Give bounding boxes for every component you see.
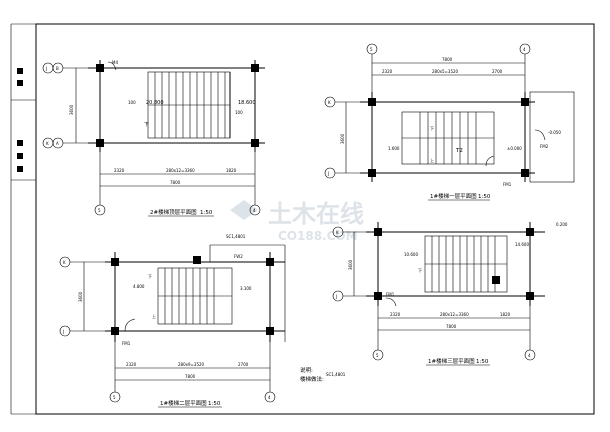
plan3-label-down: 下 bbox=[148, 274, 152, 279]
notes-ref: SC1,4801 bbox=[326, 372, 346, 377]
plan3-axis-5: 5 bbox=[113, 395, 116, 400]
plan3-scale: 1:50 bbox=[208, 401, 221, 407]
plan4-scale: 1:50 bbox=[476, 359, 489, 365]
plan3-label-FW2: FW2 bbox=[234, 254, 243, 259]
plan3-label-ref: SC1,4801 bbox=[226, 234, 246, 239]
plan3-label-up: 上 bbox=[152, 313, 156, 319]
watermark-logo-icon bbox=[230, 200, 258, 220]
plan2-dim-2: 280x5=3520 bbox=[432, 69, 459, 74]
plan4-axis-5: 5 bbox=[376, 353, 379, 358]
plan4-elev-b: 10.600 bbox=[404, 252, 418, 257]
plan2-label-up: 上 bbox=[430, 157, 434, 163]
plan4-elev-a: 14.600 bbox=[515, 242, 529, 247]
plan4-label-down: 下 bbox=[418, 268, 422, 273]
plan2-label-down: 下 bbox=[430, 126, 434, 131]
plan1-dim-1: 2320 bbox=[114, 168, 125, 173]
plan2-axis-5: 5 bbox=[370, 47, 373, 52]
plan3-axis-K: K bbox=[63, 260, 66, 265]
plan1-axis-5: 5 bbox=[98, 208, 101, 213]
watermark: 土木在线 CO188.COM bbox=[230, 200, 364, 243]
plan2-label-FM1: FM1 bbox=[503, 182, 512, 187]
plan2-elev-c: ±0.000 bbox=[507, 146, 522, 151]
notes-heading: 说明: bbox=[300, 366, 313, 374]
plan3-dim-1: 2320 bbox=[126, 362, 137, 367]
plan4-total: 7800 bbox=[446, 324, 457, 329]
plan1-axis-A: A bbox=[56, 141, 59, 146]
plan2-axis-K: K bbox=[328, 100, 331, 105]
plan4-dim-2: 280x12=3360 bbox=[440, 312, 469, 317]
plan1-left-dim: 3600 bbox=[69, 104, 74, 115]
plan2-elev-b: 1.600 bbox=[388, 146, 400, 151]
plan1-label-100a: 100 bbox=[128, 100, 136, 105]
plan2-elev-a: -0.050 bbox=[548, 130, 561, 135]
plan1-scale: 1:50 bbox=[200, 210, 213, 216]
plan4-axis-K: K bbox=[336, 230, 339, 235]
plan2-axis-J: J bbox=[327, 171, 329, 176]
plan4-dim-3: 1820 bbox=[500, 312, 511, 317]
watermark-domain: CO188.COM bbox=[278, 229, 358, 243]
plan2-scale: 1:50 bbox=[478, 194, 491, 200]
plan4-left-dim: 3600 bbox=[348, 259, 353, 270]
watermark-brand: 土木在线 bbox=[268, 200, 364, 228]
plan1-elev-b: 18.600 bbox=[238, 100, 256, 106]
plan2-label-T2: T2 bbox=[455, 148, 463, 154]
plan3-dim-2: 280x9=3520 bbox=[178, 362, 205, 367]
plan1-total: 7800 bbox=[170, 180, 181, 185]
plan3-axis-4: 4 bbox=[268, 395, 271, 400]
plan3-label-FM1: FM1 bbox=[122, 341, 131, 346]
plan1-dim-2: 280x12=3360 bbox=[166, 168, 195, 173]
plan1-label-100b: 100 bbox=[235, 110, 243, 115]
plan3-dim-3: 2700 bbox=[238, 362, 249, 367]
plan1-axis-J: J bbox=[45, 66, 47, 71]
plan1-axis-B: B bbox=[56, 66, 59, 71]
plan1-title: 2#楼梯顶层平面图 bbox=[150, 208, 197, 216]
svg-text:M4: M4 bbox=[112, 60, 118, 65]
plan2-total: 7800 bbox=[442, 57, 453, 62]
plan2-dim-1: 2320 bbox=[382, 69, 393, 74]
plan3-title: 1#楼梯二层平面图 bbox=[160, 399, 207, 407]
plan1-axis-4: 4 bbox=[253, 208, 256, 213]
plan4-axis-J: J bbox=[335, 294, 337, 299]
plan1-axis-K: K bbox=[46, 141, 49, 146]
left-strip-marks bbox=[11, 68, 36, 181]
plan4-axis-4: 4 bbox=[528, 353, 531, 358]
plan4-title: 1#楼梯三层平面图 bbox=[428, 357, 475, 365]
plan4-elev-c: 0.200 bbox=[556, 222, 568, 227]
plan3-axis-J: J bbox=[62, 329, 64, 334]
plan-2-top-floor: M4 20.800 18.600 下 100 100 J B K A 3600 … bbox=[42, 60, 265, 217]
plan4-label-FM1: FM1 bbox=[386, 292, 395, 297]
plan2-dim-3: 2700 bbox=[492, 69, 503, 74]
plan3-left-dim: 3600 bbox=[78, 291, 83, 302]
plan2-title: 1#楼梯一层平面图 bbox=[430, 192, 477, 200]
plan2-left-dim: 3600 bbox=[340, 133, 345, 144]
plan1-elev-a: 20.800 bbox=[146, 100, 164, 106]
plan2-axis-4: 4 bbox=[523, 47, 526, 52]
plan-1-ground-floor: T2 FM1 FM2 上 下 -0.050 1.600 ±0.000 5 4 7… bbox=[324, 43, 575, 201]
plan-1-second-floor: SC1,4801 FW2 FM1 上 下 4.800 3.100 K J 360… bbox=[59, 234, 286, 408]
plan1-dim-3: 1820 bbox=[226, 168, 237, 173]
notes: 说明: 楼梯做法: SC1,4801 bbox=[300, 366, 346, 383]
plan4-dim-1: 2320 bbox=[390, 312, 401, 317]
plan1-label-down: 下 bbox=[144, 122, 149, 128]
plan3-elev-a: 4.800 bbox=[133, 284, 145, 289]
plan3-total: 7800 bbox=[185, 374, 196, 379]
drawing-frame bbox=[35, 23, 595, 415]
notes-line1: 楼梯做法: bbox=[300, 375, 324, 383]
plan2-label-FM2: FM2 bbox=[540, 144, 549, 149]
plan3-elev-b: 3.100 bbox=[240, 286, 252, 291]
plan-1-third-floor: FM1 下 14.600 10.600 0.200 K J 3600 2320 … bbox=[332, 222, 568, 366]
